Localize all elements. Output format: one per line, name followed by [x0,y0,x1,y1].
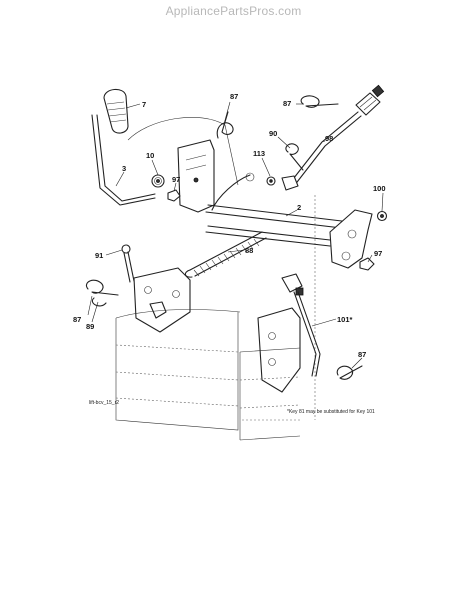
deck-panel-left [115,309,241,431]
handle-grip-part[interactable] [103,88,129,134]
callout-10: 10 [146,151,154,160]
callout-labels: 7 87 87 98 90 10 113 97 100 3 2 88 91 97… [73,92,386,359]
watermark: AppliancePartsPros.com [165,4,302,18]
extension-spring-part[interactable] [184,231,267,278]
callout-97-left: 97 [172,175,180,184]
deck-panel-right [239,347,301,441]
hairpin-clip-90-part[interactable] [285,143,304,171]
deck-bracket-left-part[interactable] [133,267,191,333]
hairpin-clip-left-part[interactable] [86,279,119,307]
callout-2: 2 [297,203,301,212]
lift-rod-part[interactable] [289,111,362,187]
right-lift-arm-part[interactable] [329,209,373,269]
hairpin-clip-top-part[interactable] [216,111,234,139]
callout-97-right: 97 [374,249,382,258]
lift-bracket-part[interactable] [177,139,215,213]
deck-bracket-right-part[interactable] [257,307,301,393]
threaded-end-part[interactable] [355,84,385,116]
hairpin-clip-upper-part[interactable] [300,95,339,108]
spring-hook-rod-part[interactable] [211,172,255,211]
callout-113: 113 [253,149,265,158]
callout-87-bottom: 87 [358,350,366,359]
bolt-right-part[interactable] [359,257,375,271]
footnote: *Key 81 may be substituted for Key 101 [287,409,375,415]
torsion-spring-part[interactable] [151,174,165,188]
hairpin-clip-bottom-part[interactable] [336,365,363,380]
callout-7: 7 [142,100,146,109]
diagram-code: lift-bcv_15_r2 [89,400,119,406]
washer-part[interactable] [376,210,388,222]
callout-3: 3 [122,164,126,173]
lift-link-101-part[interactable] [281,273,321,377]
callout-90: 90 [269,129,277,138]
callout-87-left: 87 [73,315,81,324]
callout-98: 98 [325,134,333,143]
bolt-left-part[interactable] [167,189,181,202]
rod-clevis-part[interactable] [281,175,299,191]
callout-91: 91 [95,251,103,260]
callout-87-upper: 87 [283,99,291,108]
callout-87-top: 87 [230,92,238,101]
washer-small-part[interactable] [266,176,276,186]
lift-handle-part[interactable] [91,114,156,206]
lift-link-part[interactable] [121,244,135,283]
callout-101: 101* [337,315,353,324]
leader-lines [87,101,384,369]
callout-88: 88 [245,246,253,255]
callout-100: 100 [373,184,386,193]
cross-shaft-part[interactable] [205,204,351,247]
callout-89: 89 [86,322,94,331]
